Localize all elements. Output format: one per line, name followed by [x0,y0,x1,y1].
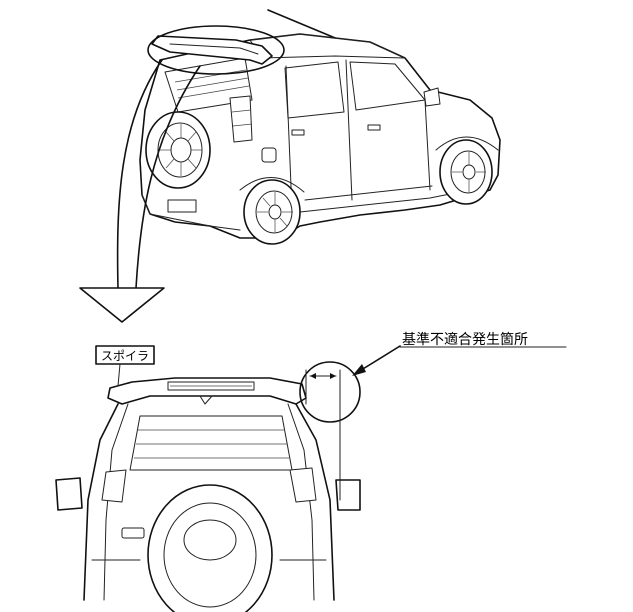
tailgate-handle [121,527,145,539]
spoiler-label-leader [117,363,121,387]
dimension-arrowhead-right [330,373,336,379]
rear-door-handle [291,129,305,136]
body-crease [304,185,433,201]
spare-tire [145,111,211,189]
dimension-arrowhead-left [310,373,316,379]
front-door-edge [424,99,431,191]
spoiler-callout: スポイラ [95,345,155,387]
defroster-lines [174,69,250,99]
defect-location-circle [299,361,361,423]
leader-curve-right [135,65,201,289]
door-pillar [345,59,353,201]
vehicle-rear-view [55,377,361,612]
rear-view-lamp-right [289,467,317,503]
high-mount-stop-lamp [167,381,255,391]
rear-body-inner-left [103,403,129,601]
rear-side-window [284,61,345,119]
leader-curve-left [116,59,163,289]
rear-lamp [229,95,253,143]
spoiler-top-ridge [169,43,259,55]
vehicle-rear-three-quarter-view [139,9,501,245]
defect-location-callout: 基準不適合発生箇所 [299,331,567,501]
spoiler-highlight-ellipse [147,25,285,75]
front-wheel-arch [435,136,499,151]
defect-pointer-line [357,345,401,373]
rear-wheel-arch [239,177,305,193]
rear-view-window [129,415,293,471]
rear-wheel [243,179,301,245]
license-plate [167,199,197,213]
rear-door-edge [285,65,293,211]
spoiler-stay [199,395,213,405]
down-arrow [79,287,165,323]
side-mirror [423,87,441,107]
mirror-right [335,479,361,511]
rear-body-outline [83,403,335,601]
spare-tire-rear-view [147,484,273,612]
spoiler-label-box [95,345,155,365]
spoiler-label: スポイラ [101,349,149,363]
front-wheel [439,139,493,205]
mirror-left [55,477,83,511]
spoiler-top-view [151,35,273,65]
antenna [267,9,341,41]
rear-view-defroster [134,429,289,459]
defect-location-label: 基準不適合発生箇所 [402,331,528,348]
fuel-lid [261,147,277,163]
rear-view-lamp-left [101,469,127,503]
zoom-leader [79,59,201,323]
front-door-handle [367,124,381,131]
defect-pointer-arrowhead [352,364,366,376]
